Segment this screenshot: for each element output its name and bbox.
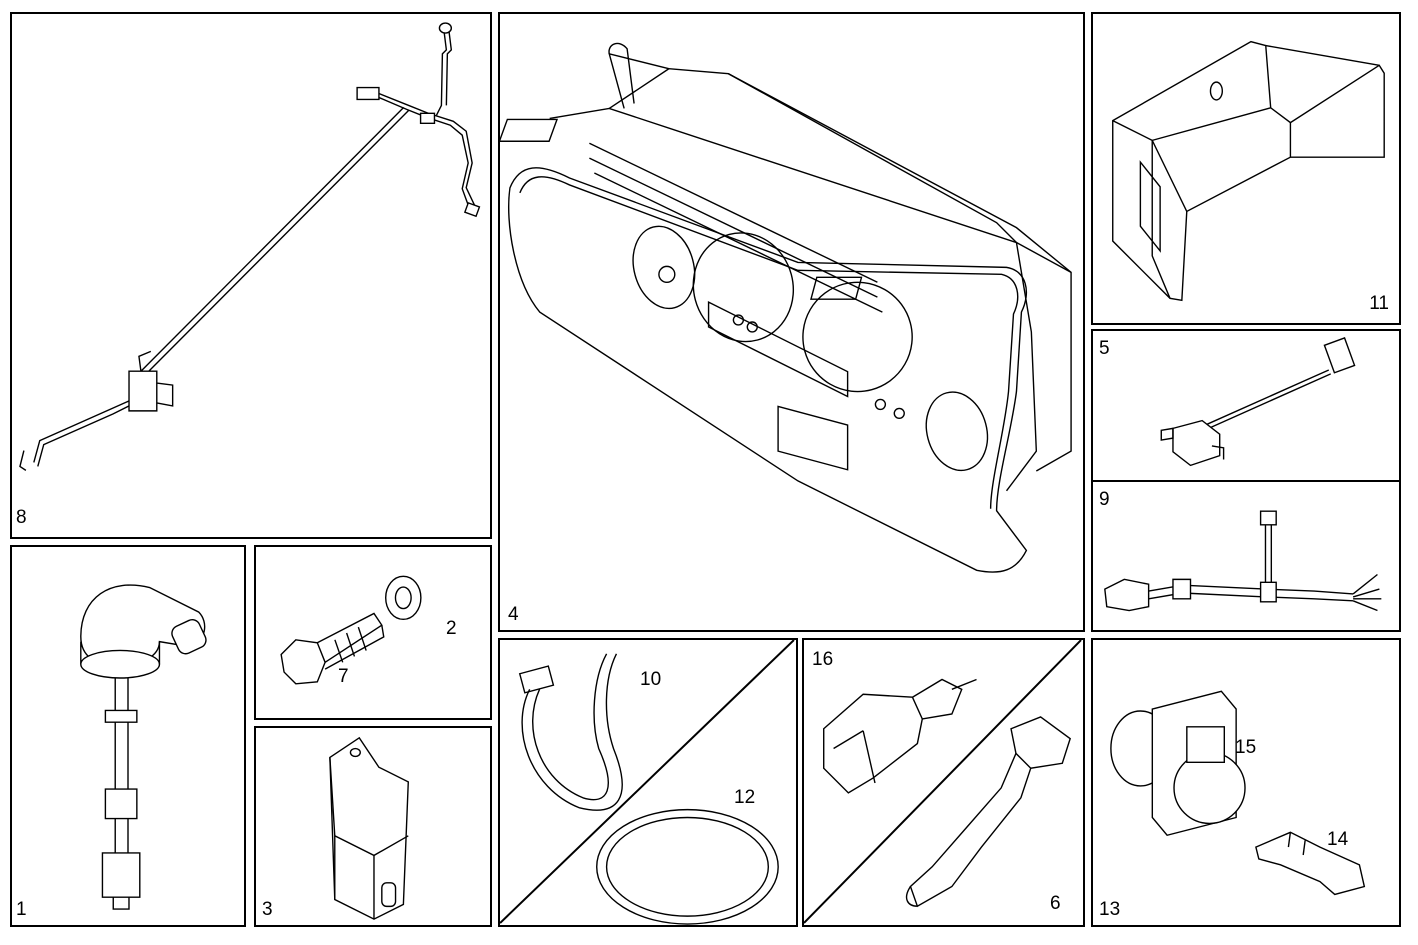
panel-parts-13-14-15: 15 14 13 <box>1091 638 1401 927</box>
part-number-10: 10 <box>640 669 662 690</box>
panel-parts-10-12: 10 12 <box>498 638 798 927</box>
level-sensor-illustration <box>12 547 244 925</box>
mounting-bracket-illustration <box>1093 14 1399 323</box>
part-number-4: 4 <box>508 604 519 625</box>
panel-parts-2-7: 2 7 <box>254 545 492 720</box>
part-number-5: 5 <box>1099 338 1110 359</box>
part-number-9: 9 <box>1099 489 1110 510</box>
panel-part-5: 5 <box>1091 329 1401 482</box>
panel-part-3: 3 <box>254 726 492 927</box>
panel-part-4: 4 <box>498 12 1085 632</box>
part-number-3: 3 <box>262 899 273 920</box>
panel-parts-16-6: 16 6 <box>802 638 1085 927</box>
panel-part-8: 8 <box>10 12 492 539</box>
panel-part-11: 11 <box>1091 12 1401 325</box>
part-number-1: 1 <box>16 899 27 920</box>
part-number-2: 2 <box>446 618 457 639</box>
part-number-12: 12 <box>734 787 756 808</box>
relay-illustration <box>256 728 490 925</box>
part-number-11: 11 <box>1369 293 1389 314</box>
switch-pedal-illustration <box>804 640 1083 925</box>
sensor-lead-illustration <box>1093 331 1399 480</box>
cable-ties-seal-illustration <box>500 640 796 925</box>
instrument-cluster-illustration <box>500 14 1083 630</box>
part-number-7: 7 <box>338 666 349 687</box>
part-number-6: 6 <box>1050 893 1061 914</box>
panel-part-1: 1 <box>10 545 246 927</box>
wiring-harness-illustration <box>12 14 490 537</box>
cable-harness-illustration <box>1093 482 1399 630</box>
socket-terminal-illustration <box>1093 640 1399 925</box>
bolt-washer-illustration <box>256 547 490 718</box>
part-number-15: 15 <box>1235 737 1257 758</box>
part-number-14: 14 <box>1327 829 1349 850</box>
part-number-8: 8 <box>16 507 27 528</box>
panel-part-9: 9 <box>1091 480 1401 632</box>
part-number-13: 13 <box>1099 899 1121 920</box>
part-number-16: 16 <box>812 649 834 670</box>
